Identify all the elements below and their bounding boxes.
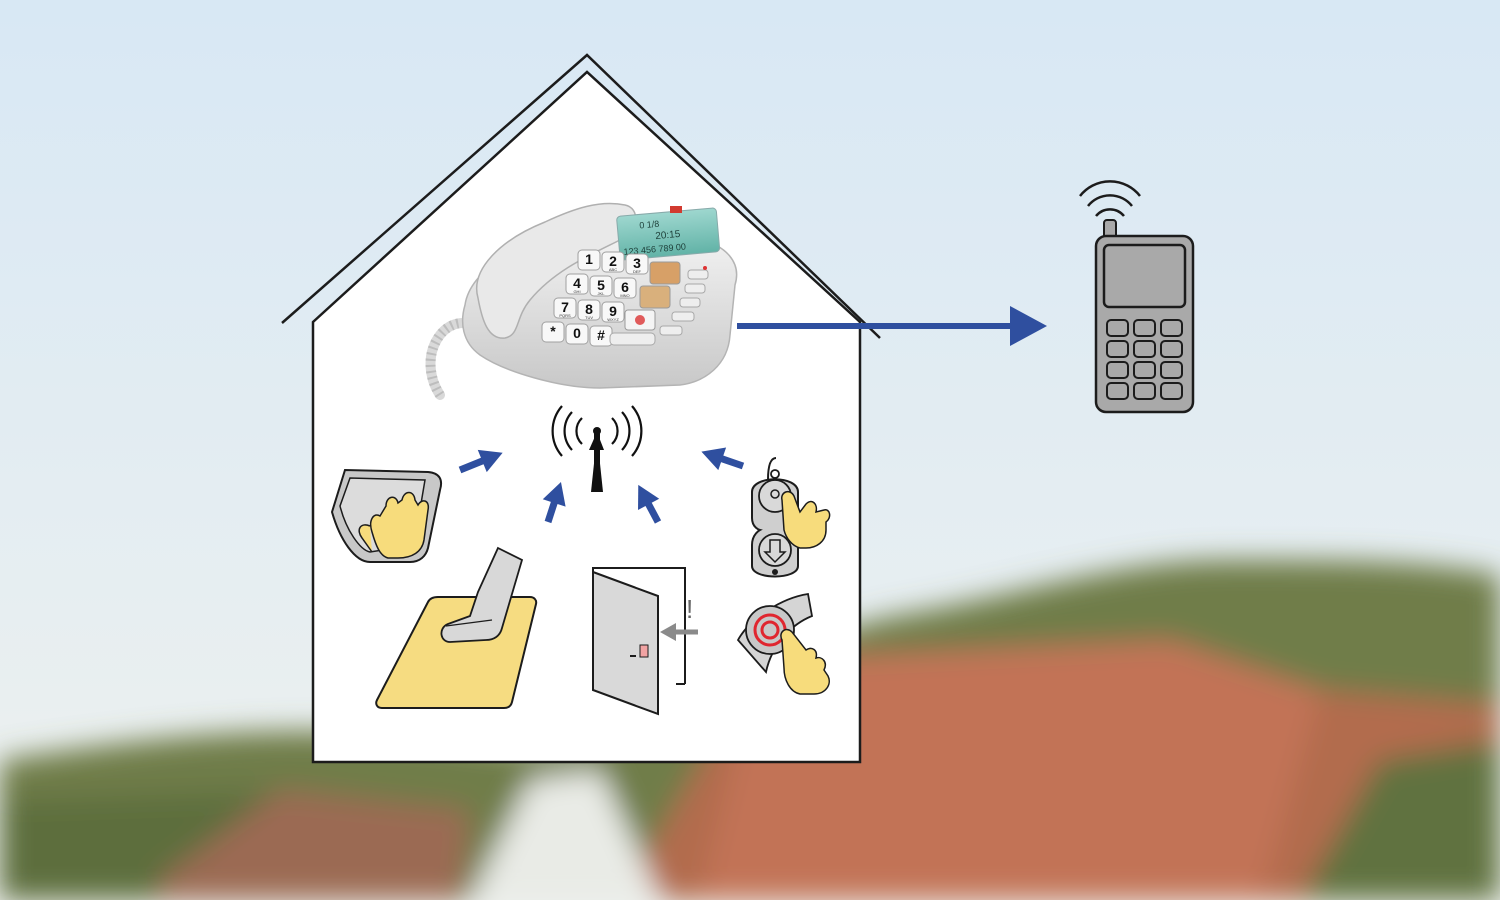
phone-key-cap bbox=[541, 321, 565, 343]
mobile-phone-icon bbox=[1079, 180, 1195, 414]
phone-display-line1: 0 1/8 bbox=[639, 219, 660, 231]
phone-key-letters: JKL bbox=[598, 291, 606, 296]
phone-key-label: 9 bbox=[609, 303, 617, 319]
phone-key-label: 7 bbox=[561, 299, 569, 315]
phone-display-line2: 20:15 bbox=[655, 229, 681, 242]
phone-key-label: * bbox=[550, 323, 556, 339]
phone-key-label: 2 bbox=[609, 253, 617, 269]
phone-key-1: 1 bbox=[577, 249, 601, 271]
arrow-pendant bbox=[701, 447, 745, 471]
smoke-detector-icon bbox=[330, 468, 443, 563]
phone-key-letters: TUV bbox=[585, 315, 593, 320]
phone-key-cap bbox=[625, 253, 649, 275]
mobile-key bbox=[1133, 361, 1156, 379]
phone-key-cap bbox=[601, 251, 625, 273]
mobile-key bbox=[1133, 340, 1156, 358]
sensor-arrows bbox=[458, 447, 745, 524]
phone-key-label: 1 bbox=[585, 251, 593, 267]
mobile-key bbox=[1160, 340, 1183, 358]
phone-key-cap bbox=[553, 297, 577, 319]
function-buttons bbox=[609, 266, 709, 346]
phone-key-cap bbox=[565, 323, 589, 345]
phone-key-cap bbox=[577, 249, 601, 271]
phone-key-hash: # bbox=[589, 325, 613, 347]
phone-key-cap bbox=[565, 273, 589, 295]
phone-key-letters: GHI bbox=[573, 289, 580, 294]
pressure-mat-icon bbox=[375, 546, 538, 709]
antenna-icon bbox=[551, 405, 643, 492]
mobile-key bbox=[1160, 361, 1183, 379]
phone-key-label: 5 bbox=[597, 277, 605, 293]
phone-key-label: 3 bbox=[633, 255, 641, 271]
door-sensor-icon: ! bbox=[592, 567, 698, 716]
phone-key-label: 4 bbox=[573, 275, 581, 291]
wrist-emergency-button-icon bbox=[736, 592, 830, 695]
phone-key-letters: PQRS bbox=[559, 313, 571, 318]
door-alert-symbol: ! bbox=[686, 594, 693, 624]
arrow-door bbox=[638, 484, 662, 524]
phone-key-label: 0 bbox=[573, 325, 581, 341]
photo-memory-keys bbox=[624, 261, 681, 331]
phone-key-label: 6 bbox=[621, 279, 629, 295]
mobile-key bbox=[1160, 319, 1183, 337]
call-arrow-head bbox=[1010, 306, 1047, 346]
brand-logo bbox=[670, 206, 682, 213]
mobile-key bbox=[1106, 319, 1129, 337]
phone-key-cap bbox=[613, 277, 637, 299]
phone-key-0: 0 bbox=[565, 323, 589, 345]
pendant-remote-icon bbox=[751, 457, 831, 578]
phone-key-star: * bbox=[541, 321, 565, 343]
phone-key-letters: ABC bbox=[609, 267, 617, 272]
phone-key-cap bbox=[589, 275, 613, 297]
arrow-mat bbox=[542, 482, 566, 524]
mobile-key bbox=[1106, 361, 1129, 379]
mobile-key bbox=[1160, 382, 1183, 400]
phone-key-cap bbox=[577, 299, 601, 321]
phone-key-letters: MNO bbox=[620, 293, 629, 298]
mobile-key bbox=[1133, 319, 1156, 337]
arrow-smoke bbox=[458, 449, 503, 474]
mobile-key bbox=[1106, 340, 1129, 358]
phone-key-letters: DEF bbox=[633, 269, 642, 274]
phone-key-letters: WXYZ bbox=[607, 317, 619, 322]
mobile-key bbox=[1106, 382, 1129, 400]
mobile-key bbox=[1133, 382, 1156, 400]
phone-key-label: 8 bbox=[585, 301, 593, 317]
phone-key-label: # bbox=[597, 327, 605, 343]
phone-key-cap bbox=[601, 301, 625, 323]
house-outline bbox=[281, 53, 881, 764]
